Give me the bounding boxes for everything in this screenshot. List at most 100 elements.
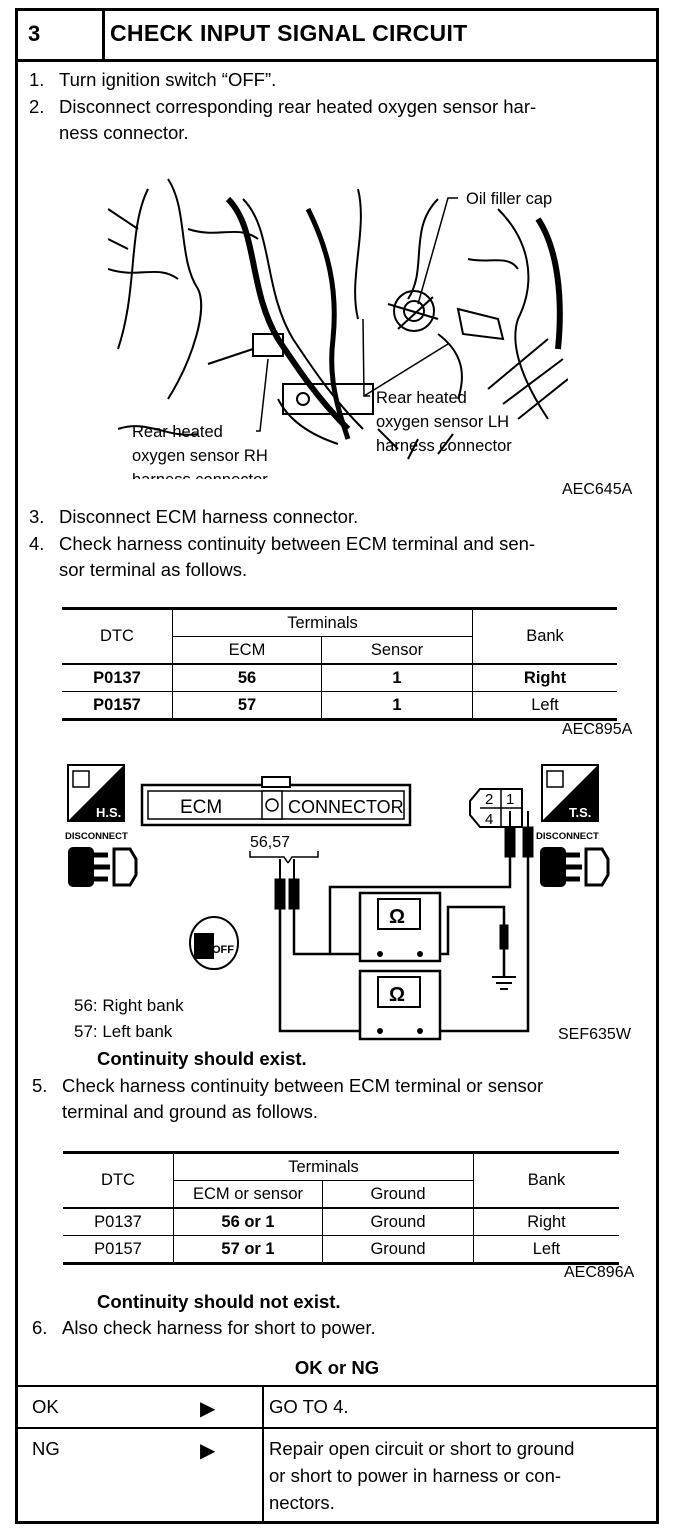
note-right-bank: 56: Right bank <box>74 996 184 1015</box>
rear-heated-rh-label-line3: harness connector <box>132 471 268 479</box>
ok-or-ng-title: OK or NG <box>294 1357 380 1378</box>
disconnect-left-icon <box>68 847 138 887</box>
table2-header-terminals: Terminals <box>173 1152 474 1181</box>
step-6-text: Also check harness for short to power. <box>62 1317 376 1338</box>
rear-heated-lh-label-line3: harness connector <box>376 437 512 455</box>
table1-row2-bank: Left <box>531 695 559 714</box>
table1-row2-dtc: P0157 <box>62 691 173 720</box>
ok-row: OK ▶ GO TO 4. <box>18 1385 656 1427</box>
ng-label: NG <box>32 1438 60 1459</box>
table2-ref: AEC896A <box>564 1264 635 1281</box>
ohmmeter-lower: Ω <box>358 969 442 1041</box>
step-number: 3 <box>28 21 41 46</box>
table2-row1-bank: Right <box>473 1208 619 1236</box>
engine-bay-figure: Oil filler cap Rear heated oxygen sensor… <box>108 178 568 479</box>
table2-row2-dtc: P0157 <box>63 1235 174 1264</box>
figure2-ref: SEF635W <box>558 1026 631 1043</box>
ecm-connector: ECM CONNECTOR <box>140 776 412 827</box>
table1-row1-sensor: 1 <box>321 664 473 692</box>
pin-1-label: 1 <box>506 791 514 808</box>
terminals-bracket <box>249 851 319 864</box>
step-4-number: 4. <box>29 533 45 554</box>
step-5-text-line1: Check harness continuity between ECM ter… <box>62 1075 544 1096</box>
hs-badge: H.S. <box>67 764 125 822</box>
oil-filler-cap-label: Oil filler cap <box>466 190 552 208</box>
table1-row2-sensor: 1 <box>321 691 473 720</box>
ng-action-line3: nectors. <box>269 1492 335 1513</box>
ecm-label: ECM <box>180 797 222 818</box>
off-label: OFF <box>212 944 234 956</box>
disconnect-right-label: DISCONNECT <box>536 831 599 842</box>
step-3-text: Disconnect ECM harness connector. <box>59 506 359 527</box>
circuit-diagram: H.S. DISCONNECT T.S. DISCONNECT <box>65 764 610 1041</box>
table2-row1-dtc: P0137 <box>63 1208 174 1236</box>
hs-label: H.S. <box>96 805 121 820</box>
table-row: P0137 56 1 Right <box>62 664 617 692</box>
figure1-ref: AEC645A <box>562 481 633 498</box>
table1-row1-dtc: P0137 <box>62 664 173 692</box>
ng-divider <box>262 1429 264 1523</box>
table1-header-sensor: Sensor <box>321 636 473 665</box>
ok-label: OK <box>32 1396 59 1417</box>
disconnect-right-icon <box>540 847 610 887</box>
table1-ref: AEC895A <box>562 721 633 738</box>
step-6-number: 6. <box>32 1317 48 1338</box>
continuity-table-1: DTC Terminals Bank ECM Sensor P0137 56 1… <box>62 607 617 721</box>
ignition-off-icon: OFF <box>189 916 239 970</box>
callout-leaders <box>256 197 458 432</box>
procedure-page: 3 CHECK INPUT SIGNAL CIRCUIT 1. Turn ign… <box>15 8 659 1524</box>
continuity-table-2: DTC Terminals Bank ECM or sensor Ground … <box>63 1151 619 1265</box>
rear-heated-lh-label-line2: oxygen sensor LH <box>376 413 509 431</box>
table2-row2-ground: Ground <box>322 1235 474 1264</box>
step-header: 3 CHECK INPUT SIGNAL CIRCUIT <box>18 11 656 62</box>
step-1-text: Turn ignition switch “OFF”. <box>59 69 277 90</box>
note-left-bank: 57: Left bank <box>74 1022 173 1041</box>
rear-heated-lh-label-line1: Rear heated <box>376 389 467 407</box>
step-4-text-line1: Check harness continuity between ECM ter… <box>59 533 536 554</box>
table1-row1-ecm: 56 <box>172 664 322 692</box>
table2-header-ground: Ground <box>322 1180 474 1209</box>
step-title: CHECK INPUT SIGNAL CIRCUIT <box>110 20 468 46</box>
engine-bay-illustration <box>108 178 568 460</box>
step-2-number: 2. <box>29 96 45 117</box>
ng-action-line1: Repair open circuit or short to ground <box>269 1438 575 1459</box>
step-3-number: 3. <box>29 506 45 527</box>
table1-row2-ecm: 57 <box>172 691 322 720</box>
header-divider <box>102 11 105 59</box>
table-row: P0157 57 1 Left <box>62 691 617 720</box>
table2-header-ecm-or-sensor: ECM or sensor <box>173 1180 323 1209</box>
rear-heated-rh-label-line2: oxygen sensor RH <box>132 447 268 465</box>
ts-badge: T.S. <box>541 764 599 822</box>
table2-header-dtc: DTC <box>63 1152 174 1209</box>
ok-action: GO TO 4. <box>269 1396 349 1417</box>
pin-4-label: 4 <box>485 811 493 828</box>
ng-row: NG ▶ Repair open circuit or short to gro… <box>18 1427 656 1523</box>
table2-row1-ground: Ground <box>322 1208 474 1236</box>
ts-small-icon <box>546 770 564 788</box>
table1-header-ecm: ECM <box>172 636 322 665</box>
table2-row2-bank: Left <box>532 1239 561 1258</box>
ts-label: T.S. <box>569 805 591 820</box>
pin-2-label: 2 <box>485 791 493 808</box>
ng-arrow-icon: ▶ <box>200 1440 216 1462</box>
connector-label: CONNECTOR <box>288 797 404 817</box>
ohmmeter-upper: Ω <box>358 891 442 963</box>
table1-header-dtc: DTC <box>62 608 173 665</box>
step-2-text-line2: ness connector. <box>59 122 189 143</box>
step-2-text-line1: Disconnect corresponding rear heated oxy… <box>59 96 537 117</box>
disconnect-left-label: DISCONNECT <box>65 831 128 842</box>
ecm-terminals-label: 56,57 <box>250 834 290 851</box>
continuity-not-exist-result: Continuity should not exist. <box>97 1291 341 1312</box>
rear-heated-rh-label-line1: Rear heated <box>132 423 223 441</box>
table1-header-terminals: Terminals <box>172 608 473 637</box>
test-leads <box>274 811 534 1033</box>
table1-row1-bank: Right <box>472 664 617 692</box>
ohm-symbol-upper: Ω <box>389 906 405 928</box>
table2-row2-ecm-or-sensor: 57 or 1 <box>173 1235 323 1264</box>
ng-action-line2: or short to power in harness or con- <box>269 1465 562 1486</box>
table-row: P0157 57 or 1 Ground Left <box>63 1235 619 1264</box>
ok-arrow-icon: ▶ <box>200 1398 216 1420</box>
table2-row1-ecm-or-sensor: 56 or 1 <box>173 1208 323 1236</box>
ok-divider <box>262 1387 264 1427</box>
ohm-symbol-lower: Ω <box>389 984 405 1006</box>
